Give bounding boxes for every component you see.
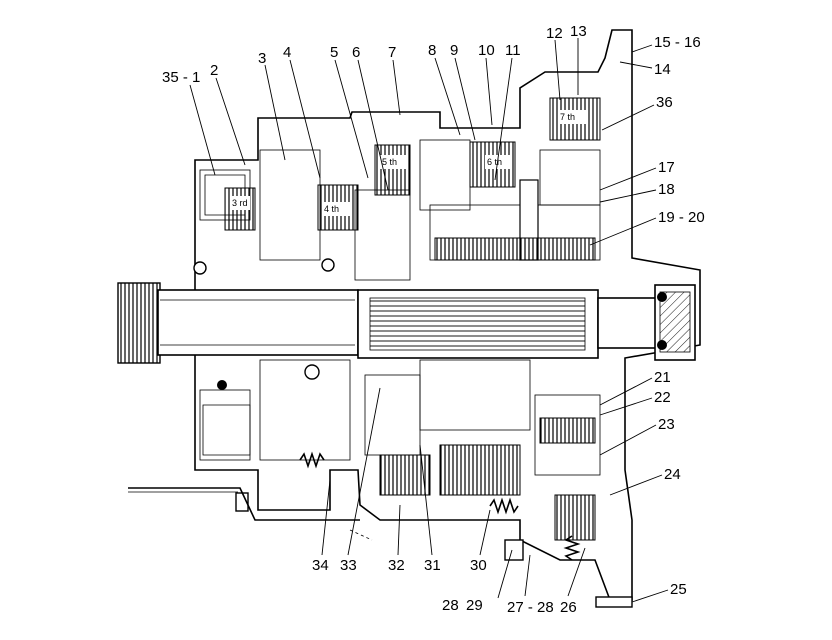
callout-6: 6 [352, 44, 360, 61]
callout-29: 29 [466, 597, 483, 614]
callout-17: 17 [658, 159, 675, 176]
callout-24: 24 [664, 466, 681, 483]
callout-5: 5 [330, 44, 338, 61]
callout-26: 26 [560, 599, 577, 616]
callout-31: 31 [424, 557, 441, 574]
callout-27-28: 27 - 28 [507, 599, 554, 616]
sixth-gear-clutch-pack: 6 th [469, 141, 516, 188]
pack-label-sixth: 6 th [487, 157, 502, 167]
callout-15-16: 15 - 16 [654, 34, 701, 51]
pack-label-seventh: 7 th [560, 112, 575, 122]
callout-2: 2 [210, 62, 218, 79]
callout-10: 10 [478, 42, 495, 59]
callout-3: 3 [258, 50, 266, 67]
callout-32: 32 [388, 557, 405, 574]
callout-9: 9 [450, 42, 458, 59]
callout-30: 30 [470, 557, 487, 574]
callout-22: 22 [654, 389, 671, 406]
seventh-gear-clutch-pack: 7 th [549, 97, 601, 141]
callout-18: 18 [658, 181, 675, 198]
fourth-gear-clutch-pack: 4 th [317, 184, 359, 231]
callout-35-1: 35 - 1 [162, 69, 200, 86]
callout-25: 25 [670, 581, 687, 598]
callout-7: 7 [388, 44, 396, 61]
internal-components [128, 139, 633, 608]
callout-34: 34 [312, 557, 329, 574]
callout-19-20: 19 - 20 [658, 209, 705, 226]
callout-labels: 35 - 1 2 3 4 5 6 7 8 9 10 11 12 13 15 - … [162, 23, 705, 616]
callout-36: 36 [656, 94, 673, 111]
callout-11: 11 [505, 42, 521, 59]
callout-28: 28 [442, 597, 459, 614]
callout-14: 14 [654, 61, 671, 78]
callout-13: 13 [570, 23, 587, 40]
callout-8: 8 [428, 42, 436, 59]
callout-33: 33 [340, 557, 357, 574]
pack-label-fifth: 5 th [382, 157, 397, 167]
callout-12: 12 [546, 25, 563, 42]
leader-lines [189, 38, 669, 603]
callout-4: 4 [283, 44, 291, 61]
main-shaft [357, 284, 696, 361]
third-gear-clutch-pack: 3 rd [224, 187, 256, 231]
pack-label-third: 3 rd [232, 198, 248, 208]
callout-23: 23 [658, 416, 675, 433]
fifth-gear-clutch-pack: 5 th [374, 144, 411, 196]
callout-21: 21 [654, 369, 671, 386]
pack-label-fourth: 4 th [324, 204, 339, 214]
input-shaft [117, 282, 359, 364]
